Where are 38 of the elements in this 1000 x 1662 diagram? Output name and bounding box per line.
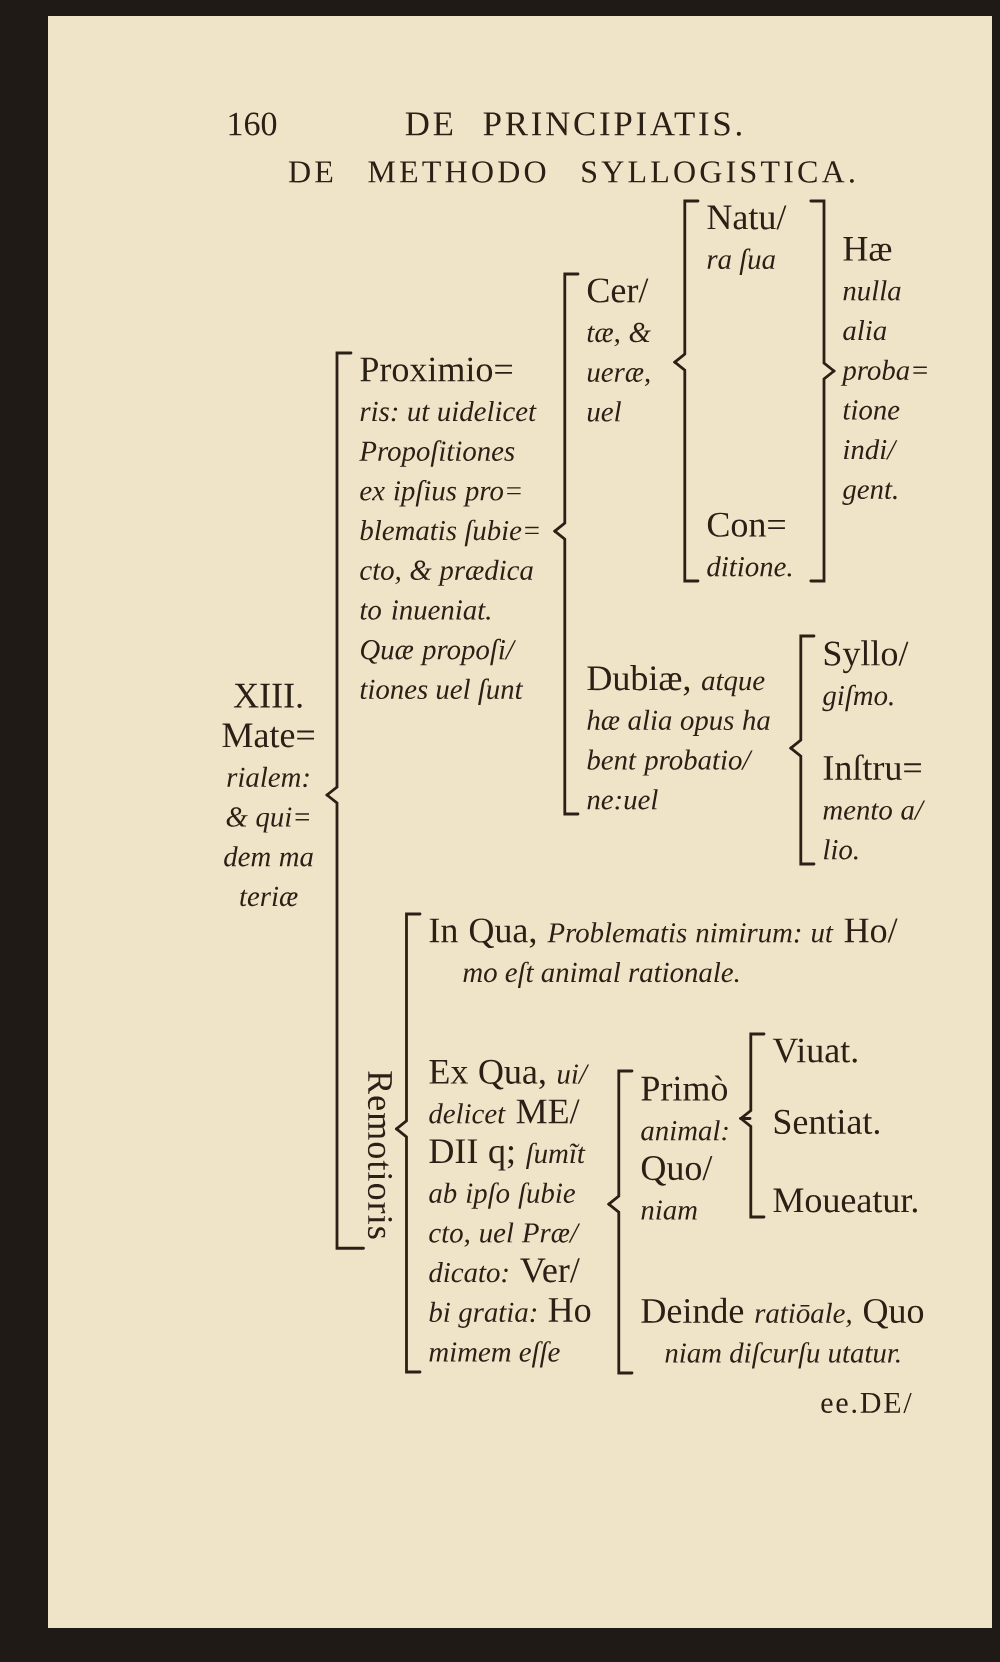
term-text: Moueatur. <box>773 1188 917 1213</box>
term-text: Con= ditione. <box>707 512 791 577</box>
brace <box>395 1127 422 1374</box>
term-text: Primò animal: Quo/ niam <box>641 1075 728 1220</box>
term-text: Viuat. <box>772 1038 857 1063</box>
term-text: Dubiæ, atque hæ alia opus ha bent probatio/ ne:uel <box>587 665 770 810</box>
brace <box>673 199 700 364</box>
brace <box>607 1202 634 1375</box>
brace <box>739 1117 752 1120</box>
vertical-term-text: Remotioris <box>367 1071 393 1239</box>
term-text: Natu/ ra ſua <box>707 205 787 275</box>
brace <box>325 793 365 1250</box>
brace <box>739 1032 766 1120</box>
brace <box>789 746 816 866</box>
term-text: Syllo/ giſmo. <box>822 640 909 712</box>
term-text: Cer/ tæ, & ueræ, uel <box>587 278 651 422</box>
brace <box>789 634 816 750</box>
term-text: Sentiat. <box>774 1109 880 1135</box>
brace <box>809 369 836 583</box>
term-text: Ex Qua, ui/ delicet ME/ DII q; ſumĩt ab ipſo ſubie cto, uel Præ/ dicato: Ver/ bi gratia: Ho mimem eſſe <box>429 1059 591 1368</box>
term-text: XIII. Mate= rialem: & qui= dem ma teriæ <box>222 683 314 907</box>
term-text: Inſtru= mento a/ lio. <box>823 754 926 860</box>
brace <box>809 199 836 373</box>
running-head: DE PRINCIPIATIS. <box>405 112 741 136</box>
brace <box>395 912 422 1131</box>
brace <box>739 1117 766 1219</box>
page-number: 160 <box>229 112 277 136</box>
section-title: DE METHODO SYLLOGISTICA. <box>288 161 854 183</box>
brace <box>325 351 353 797</box>
term-text: Hæ nulla alia proba= tione indi/ gent. <box>840 237 927 505</box>
term-text: Proximio= ris: ut uidelicet Propoſitiones ex ipſius pro= blematis ſubie= cto, & prædica to inueniat. Quæ propoſi/ tiones uel ſunt <box>359 357 539 705</box>
term-text: In Qua, Problematis nimirum: ut Ho/ mo eſt animal rationale. <box>429 918 898 989</box>
catchword: ee.DE/ <box>821 1392 912 1414</box>
brace <box>553 529 580 816</box>
term-text: Deinde ratiōale, Quo niam diſcurſu utatur. <box>641 1297 924 1369</box>
brace <box>673 360 700 583</box>
brace <box>553 272 580 533</box>
brace <box>607 1069 634 1206</box>
